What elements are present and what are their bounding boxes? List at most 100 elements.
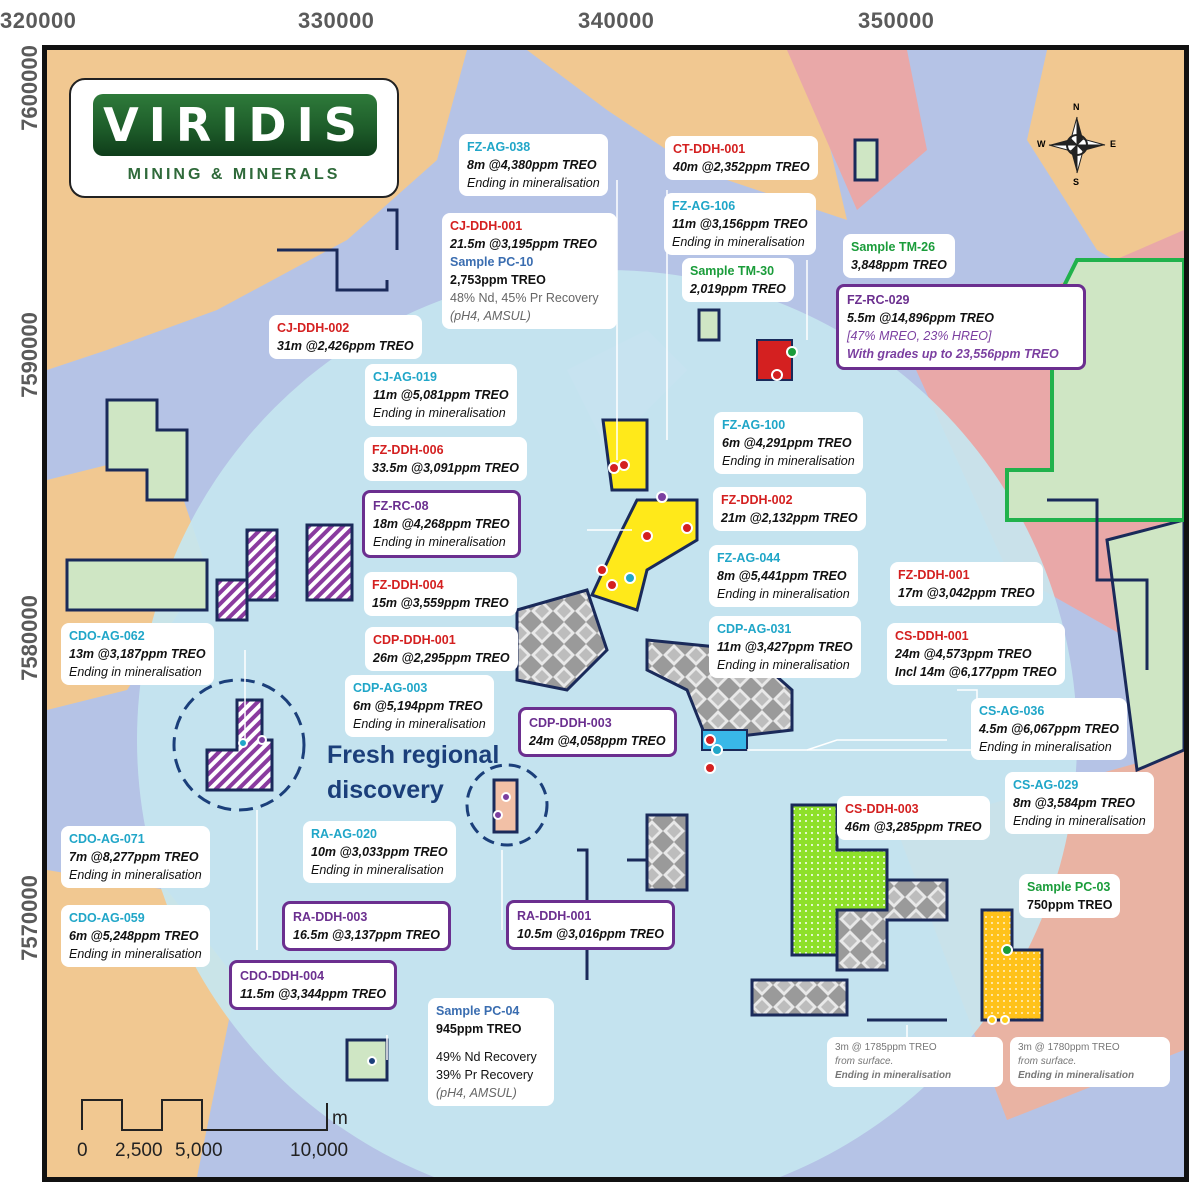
label-value: 750ppm TREO: [1027, 898, 1113, 912]
point-fz-ag-044: [624, 572, 636, 584]
y-tick-7570000: 7570000: [17, 875, 42, 961]
point-cdo-ag-071: [238, 738, 248, 748]
label-value: 31m @2,426ppm TREO: [277, 339, 414, 353]
label-title: CJ-DDH-002: [277, 321, 350, 335]
label-fz-ddh-002: FZ-DDH-002 21m @2,132ppm TREO: [713, 487, 866, 531]
label-cs-ddh-001: CS-DDH-001 24m @4,573ppm TREO Incl 14m @…: [887, 623, 1065, 685]
label-extra-value: 2,753ppm TREO: [450, 273, 546, 287]
y-tick-7580000: 7580000: [17, 595, 42, 681]
label-title: Sample PC-04: [436, 1004, 520, 1018]
label-cdp-ddh-003: CDP-DDH-003 24m @4,058ppm TREO: [518, 707, 677, 757]
point-ct-ddh-001: [608, 462, 620, 474]
outline-3: [1047, 498, 1149, 670]
label-title: RA-AG-020: [311, 827, 377, 841]
label-note: Ending in mineralisation: [373, 406, 506, 420]
label-note: Ending in mineralisation: [69, 947, 202, 961]
label-value: 11m @3,427ppm TREO: [717, 640, 853, 654]
label-note: Ending in mineralisation: [717, 658, 850, 672]
yellow-1: [601, 418, 649, 492]
label-title: RA-DDH-003: [293, 910, 368, 924]
small-l3: Ending in mineralisation: [1018, 1070, 1135, 1081]
orange-dotted-tenement: [980, 908, 1044, 1022]
label-title: CDP-DDH-003: [529, 716, 612, 730]
label-tm-30: Sample TM-30 2,019ppm TREO: [682, 258, 794, 302]
compass-n: N: [1073, 102, 1080, 112]
discovery-line1: Fresh regional: [327, 741, 500, 769]
small-l1: 3m @ 1785ppm TREO: [835, 1042, 937, 1053]
label-cdp-ag-003: CDP-AG-003 6m @5,194ppm TREO Ending in m…: [345, 675, 494, 737]
label-note: Ending in mineralisation: [69, 868, 202, 882]
viridis-logo: VIRIDIS MINING & MINERALS: [69, 78, 399, 198]
label-value: 4.5m @6,067ppm TREO: [979, 722, 1120, 736]
discovery-circle-cdo: [172, 678, 306, 812]
label-value: 24m @4,058ppm TREO: [529, 734, 666, 748]
label-cdp-ddh-001: CDP-DDH-001 26m @2,295ppm TREO: [365, 627, 518, 671]
scale-unit: m: [332, 1108, 348, 1129]
label-extra-g2: (pH4, AMSUL): [450, 309, 531, 323]
label-value: 13m @3,187ppm TREO: [69, 647, 206, 661]
logo-word: VIRIDIS: [103, 98, 367, 152]
leader-5: [806, 739, 947, 751]
label-pc-03: Sample PC-03 750ppm TREO: [1019, 874, 1121, 918]
point-ra-ddh-003: [493, 810, 503, 820]
yellow-2: [589, 498, 699, 612]
label-g3: (pH4, AMSUL): [436, 1086, 517, 1100]
label-note: Ending in mineralisation: [311, 863, 444, 877]
label-value: 3,848ppm TREO: [851, 258, 947, 272]
label-value: 945ppm TREO: [436, 1022, 522, 1036]
point-ra-ddh-001: [501, 792, 511, 802]
compass-e: E: [1110, 139, 1117, 149]
label-cdo-ddh-004: CDO-DDH-004 11.5m @3,344ppm TREO: [229, 960, 398, 1010]
point-cs-ddh-001: [704, 734, 716, 746]
label-cs-ddh-003: CS-DDH-003 46m @3,285ppm TREO: [837, 796, 990, 840]
compass-rose-icon: [1048, 116, 1106, 174]
label-value: 33.5m @3,091ppm TREO: [372, 461, 519, 475]
point-tm-26: [786, 346, 798, 358]
label-fz-ag-038: FZ-AG-038 8m @4,380ppm TREO Ending in mi…: [459, 134, 608, 196]
scale-5000: 5,000: [175, 1140, 223, 1161]
discovery-text: Fresh regional discovery: [327, 738, 499, 808]
label-cdo-ag-071: CDO-AG-071 7m @8,277ppm TREO Ending in m…: [61, 826, 210, 888]
label-note: Ending in mineralisation: [672, 235, 805, 249]
label-cdp-ag-031: CDP-AG-031 11m @3,427ppm TREO Ending in …: [709, 616, 861, 678]
label-title: CDO-DDH-004: [240, 969, 325, 983]
grey-3: [645, 813, 689, 892]
label-value: 8m @5,441ppm TREO: [717, 569, 847, 583]
label-title: FZ-DDH-001: [898, 568, 970, 582]
label-title: FZ-DDH-002: [721, 493, 793, 507]
label-value: 10m @3,033ppm TREO: [311, 845, 448, 859]
label-value: 17m @3,042ppm TREO: [898, 586, 1035, 600]
x-tick-330000: 330000: [298, 8, 375, 33]
label-ra-ddh-003: RA-DDH-003 16.5m @3,137ppm TREO: [282, 901, 451, 951]
label-cdo-ag-062: CDO-AG-062 13m @3,187ppm TREO Ending in …: [61, 623, 214, 685]
point-pc-03: [1001, 944, 1013, 956]
label-cj-ag-019: CJ-AG-019 11m @5,081ppm TREO Ending in m…: [365, 364, 517, 426]
label-ct-ddh-001: CT-DDH-001 40m @2,352ppm TREO: [665, 136, 818, 180]
label-small-2: 3m @ 1780ppm TREO from surface. Ending i…: [1010, 1037, 1170, 1087]
label-cs-ag-029: CS-AG-029 8m @3,584pm TREO Ending in min…: [1005, 772, 1154, 834]
label-fz-ag-106: FZ-AG-106 11m @3,156ppm TREO Ending in m…: [664, 193, 816, 255]
label-cj-ddh-001: CJ-DDH-001 21.5m @3,195ppm TREO Sample P…: [442, 213, 617, 329]
point-cdp-ag-031: [711, 744, 723, 756]
tenement-n2: [697, 308, 721, 342]
label-note: Ending in mineralisation: [467, 176, 600, 190]
point-cs-ddh-003: [704, 762, 716, 774]
compass-w: W: [1037, 139, 1046, 149]
point-sm2: [1000, 1015, 1010, 1025]
point-fz-ddh-002: [681, 522, 693, 534]
label-title: CJ-DDH-001: [450, 219, 523, 233]
label-value: 18m @4,268ppm TREO: [373, 517, 510, 531]
label-fz-ag-100: FZ-AG-100 6m @4,291ppm TREO Ending in mi…: [714, 412, 863, 474]
label-value: 7m @8,277ppm TREO: [69, 850, 199, 864]
x-tick-340000: 340000: [578, 8, 655, 33]
label-value: 6m @5,248ppm TREO: [69, 929, 199, 943]
label-title: CS-AG-036: [979, 704, 1045, 718]
small-l2: from surface.: [1018, 1056, 1077, 1067]
point-fz-rc-029: [771, 369, 783, 381]
red-tenement: [756, 339, 793, 381]
label-title: Sample TM-26: [851, 240, 936, 254]
label-cs-ag-036: CS-AG-036 4.5m @6,067ppm TREO Ending in …: [971, 698, 1128, 760]
point-cdp-ddh-001: [596, 564, 608, 576]
label-note: Ending in mineralisation: [979, 740, 1112, 754]
hatched-2: [305, 523, 354, 602]
